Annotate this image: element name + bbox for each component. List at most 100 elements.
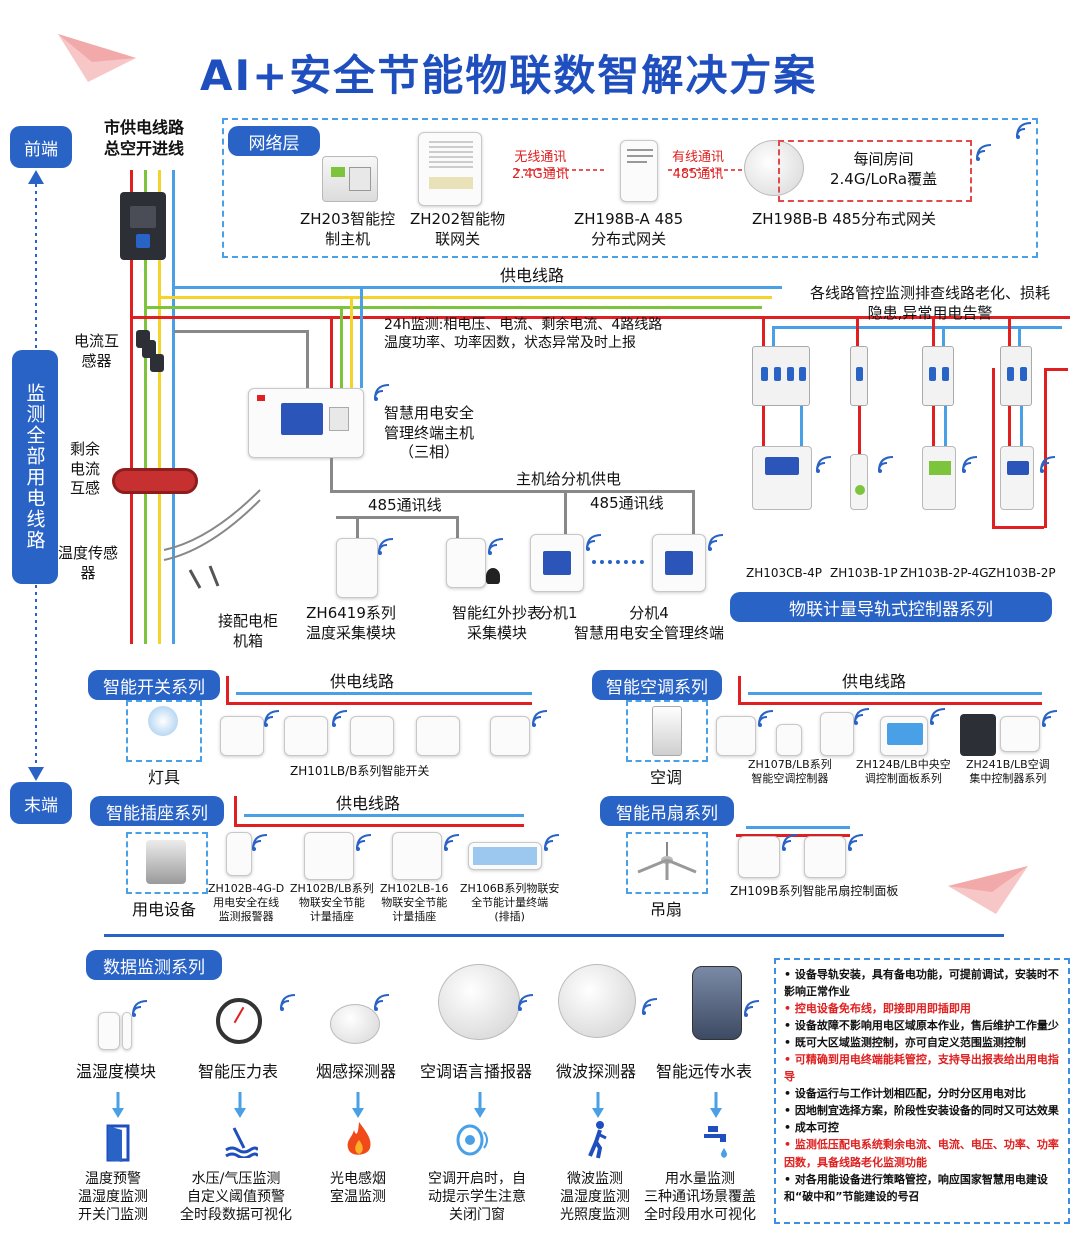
arrow-down-icon: [234, 1092, 246, 1118]
bus-wire: [356, 516, 359, 538]
socket-feeder-red: [234, 824, 524, 827]
socket-panel-2: [392, 832, 442, 880]
data-item-3-desc-1: 光电感烟: [330, 1171, 386, 1187]
socket-model-3-3: 计量插座: [392, 909, 437, 923]
data-item-4-desc-1: 空调开启时，自: [428, 1171, 526, 1187]
switch-model-label: ZH101LB/B系列智能开关: [290, 764, 430, 778]
data-item-1-desc-2: 温湿度监测: [78, 1189, 148, 1206]
wifi-icon: [642, 998, 658, 1015]
arrow-down-icon: [710, 1092, 722, 1118]
data-item-5-desc-3: 光照度监测: [560, 1207, 630, 1224]
bus-wire: [564, 490, 567, 536]
breaker-1p: [850, 346, 868, 406]
ac-collector-device: [1000, 716, 1040, 752]
socket-model-1: ZH102B-4G-D: [208, 882, 285, 895]
wifi-icon: [332, 710, 348, 727]
ac-model-1: ZH107B/LB系列: [748, 758, 832, 771]
fan-control-panel-1: [738, 836, 780, 878]
zh198b-label: ZH198B-B 485分布式网关: [752, 210, 937, 228]
wifi-icon: [374, 384, 390, 401]
socket-series-label: 智能插座系列: [90, 796, 224, 826]
feature-note: • 监测低压配电系统剩余电流、电流、电压、功率、功率因数，具备线路老化监测功能: [784, 1138, 1059, 1169]
data-item-5-desc-2: 温湿度监测: [560, 1189, 630, 1206]
rcd-label-2: 电流: [70, 459, 101, 478]
ac-model-2: ZH124B/LB中央空: [856, 758, 951, 771]
host-wire-green: [340, 306, 343, 388]
slave-1-label: 分机1: [538, 604, 578, 622]
host-label-2: 管理终端主机: [384, 423, 475, 442]
socket-model-2-3: 计量插座: [309, 909, 354, 923]
feature-note: • 对各用能设备进行策略管控，响应国家智慧用电建设和“破中和”节能建设的号召: [784, 1172, 1048, 1203]
fan-feeder-blue: [746, 826, 850, 829]
slave-power-label: 主机给分机供电: [516, 470, 622, 488]
flame-icon: [347, 1122, 371, 1155]
zh6419-label-2: 温度采集模块: [306, 623, 397, 642]
zh203-device: [322, 156, 378, 202]
wifi-icon: [816, 456, 832, 473]
water-meter-device: [692, 966, 742, 1040]
breaker-model-1: ZH103CB-4P: [746, 566, 822, 580]
zh198a-label: ZH198B-A 485: [574, 210, 684, 228]
wifi-icon: [132, 1000, 148, 1017]
breaker-model-2: ZH103B-1P: [830, 566, 898, 580]
ac-power-line-label: 供电线路: [842, 672, 907, 691]
socket-alarm-device: [226, 832, 252, 876]
data-item-3-desc-2: 室温监测: [330, 1189, 386, 1206]
water-tap-icon: [704, 1126, 727, 1158]
socket-panel-1: [304, 832, 354, 880]
branch-wire-red: [1044, 368, 1068, 371]
fan-series-label: 智能吊扇系列: [600, 796, 734, 826]
cabinet-label: 接配电柜: [218, 612, 279, 630]
fan-model-label: ZH109B系列智能吊扇控制面板: [730, 884, 899, 898]
zh198a-device: [620, 140, 658, 202]
branch-wire-blue: [772, 326, 775, 346]
feature-note: • 设备运行与工作计划相匹配，分时分区用电对比: [784, 1087, 1026, 1101]
branch-wire-red: [992, 526, 1044, 529]
wifi-icon: [444, 834, 460, 851]
slave-4-label-2: 智慧用电安全管理终端: [574, 623, 725, 642]
feature-note: • 设备导轨安装，具有备电功能，可提前调试，安装时不影响正常作业: [784, 968, 1059, 999]
wifi-icon: [708, 534, 724, 551]
data-item-2-name: 智能压力表: [198, 1062, 279, 1081]
socket-model-2-2: 物联安全节能: [298, 895, 365, 909]
data-item-3-name: 烟感探测器: [316, 1062, 397, 1081]
paper-plane-icon: [58, 34, 136, 82]
coverage-box: [778, 140, 972, 202]
meter-4p: [752, 446, 812, 510]
wifi-icon: [848, 834, 864, 851]
host-terminal: [248, 388, 364, 458]
rs485-line: [336, 516, 456, 519]
feeder-green: [144, 306, 762, 309]
ac-label: 空调: [650, 768, 683, 787]
walking-person-icon: [588, 1121, 607, 1159]
cabinet-label-2: 机箱: [233, 631, 264, 650]
branch-wire-blue: [800, 406, 803, 446]
feature-note: • 可精确到用电终端能耗管控，支持导出报表给出用电指导: [784, 1053, 1059, 1084]
wifi-icon: [782, 834, 798, 851]
smoke-detector-device: [330, 1004, 380, 1044]
wireless-comm-label: 无线通讯: [514, 150, 567, 165]
supply-line-green: [144, 170, 147, 644]
wifi-icon: [1016, 122, 1032, 139]
humidity-module-magnet: [122, 1012, 132, 1050]
data-item-1-desc-1: 温度预警: [85, 1171, 141, 1187]
zh203-label: ZH203智能控: [300, 210, 396, 228]
data-item-5-desc-1: 微波监测: [567, 1171, 623, 1187]
voice-broadcaster-device: [438, 964, 520, 1040]
wifi-icon: [518, 994, 534, 1011]
central-ac-panel: [880, 716, 928, 756]
ellipsis-dots: [592, 560, 644, 564]
data-item-6-desc-3: 全时段用水可视化: [644, 1207, 756, 1224]
double-arrow: [516, 169, 604, 171]
zh203-label-2: 制主机: [325, 229, 371, 248]
feeder-blue-2: [772, 326, 1062, 329]
wifi-icon: [532, 710, 548, 727]
zh202-label: ZH202智能物: [410, 210, 506, 228]
branch-wire-blue: [944, 406, 947, 446]
breaker-2p: [1000, 346, 1032, 406]
branch-wire-red: [1044, 370, 1047, 528]
feeder-red: [130, 316, 1070, 319]
feeder-blue: [172, 286, 782, 289]
coverage-label-2: 2.4G/LoRa覆盖: [830, 169, 938, 188]
monitor-note-2: 温度功率、功率因数，状态异常及时上报: [384, 335, 636, 352]
